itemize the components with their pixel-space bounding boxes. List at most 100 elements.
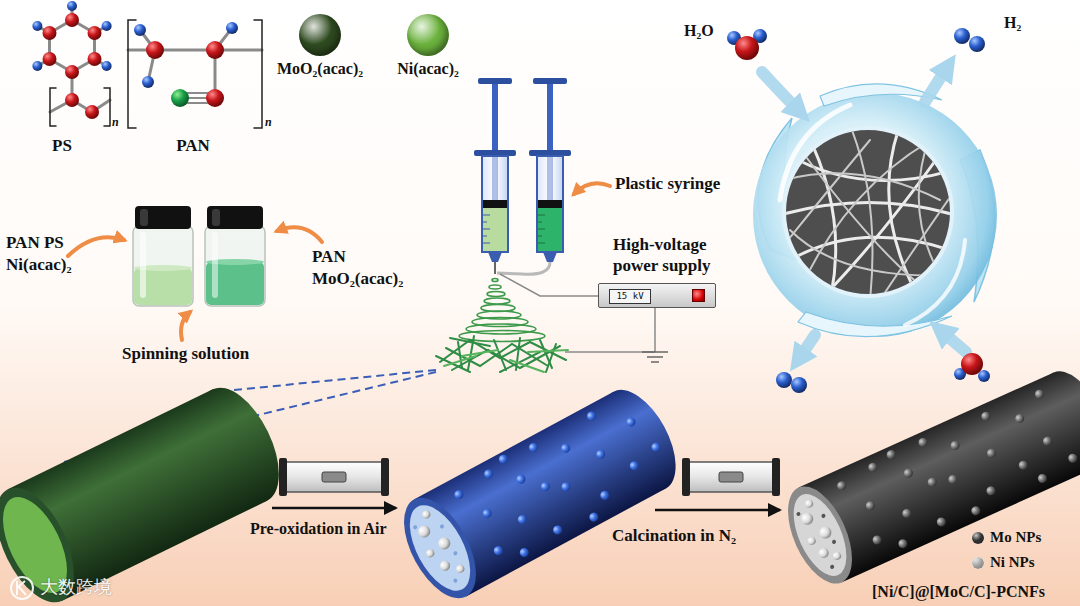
carbon-nanofiber <box>1017 459 1029 471</box>
carbon-nanofiber <box>926 476 938 488</box>
pan-structure <box>146 41 164 59</box>
ps-structure <box>88 52 102 66</box>
water-splash <box>780 125 955 300</box>
preoxidized-fiber <box>439 524 444 529</box>
hydrogen-molecule <box>954 28 970 44</box>
carbon-nanofiber <box>799 511 815 527</box>
ground-symbol <box>642 352 668 362</box>
product-name: [Ni/C]@[MoC/C]-PCNFs <box>872 583 1045 601</box>
spinning-jet <box>489 285 501 289</box>
syringe <box>483 215 490 243</box>
water-splash <box>820 140 950 300</box>
device-label: High-voltage power supply <box>613 235 743 276</box>
fiber-mat <box>436 336 568 372</box>
process-step: Calcination in N₂ <box>612 526 736 546</box>
preoxidized-fiber <box>585 410 597 422</box>
process-arrow <box>655 509 780 512</box>
water-splash <box>790 135 940 300</box>
preoxidized-fiber <box>628 460 640 472</box>
preoxidized-fiber <box>416 523 432 539</box>
syringe <box>483 200 507 208</box>
hydrogen-molecule <box>776 372 792 388</box>
hydrogen-molecule <box>791 377 807 393</box>
preoxidized-fiber <box>453 488 465 500</box>
preoxidized-fiber <box>527 441 539 453</box>
voltage-display: 15 kV <box>609 289 651 304</box>
callout-arrow <box>181 312 190 340</box>
ps-structure <box>32 21 42 31</box>
fiber-mat <box>458 342 462 368</box>
preoxidized-fiber <box>397 496 482 601</box>
preoxidized-fiber <box>515 473 527 485</box>
tube-furnace <box>279 458 389 496</box>
tube-furnace <box>686 462 776 492</box>
carbon-nanofiber <box>775 477 865 593</box>
fiber-mat <box>540 340 552 368</box>
syringe <box>478 78 512 84</box>
watermark-icon <box>11 577 33 599</box>
legend-swatch <box>299 14 341 56</box>
syringe <box>533 78 567 84</box>
vial <box>135 206 191 229</box>
ps-structure <box>43 13 102 119</box>
carbon-nanofiber <box>1036 473 1048 485</box>
preoxidized-fiber <box>448 386 677 574</box>
syringe <box>538 229 545 230</box>
carbon-nanofiber <box>806 536 817 547</box>
ps-structure <box>65 65 79 79</box>
water-splash <box>780 140 870 250</box>
ps-structure <box>104 88 110 126</box>
carbon-nanofiber <box>1034 388 1046 400</box>
ps-structure <box>65 93 79 107</box>
carbon-nanofiber <box>796 502 847 573</box>
zoom-line <box>214 370 436 392</box>
carbon-nanofiber <box>901 507 913 519</box>
water-splash <box>784 128 952 296</box>
spinning-jet <box>492 279 498 282</box>
vial <box>212 232 218 298</box>
structure-label: PS <box>52 136 72 156</box>
pan-structure <box>206 41 224 59</box>
carbon-nanofiber <box>902 467 914 479</box>
subscript-n: n <box>112 116 119 130</box>
preoxidized-fiber <box>481 507 493 519</box>
preoxidized-fiber <box>551 524 563 536</box>
preoxidized-fiber <box>588 511 600 523</box>
syringe <box>538 236 542 237</box>
legend-swatch <box>972 557 984 569</box>
preoxidized-fiber <box>497 453 509 465</box>
carbon-nanofiber <box>871 534 883 546</box>
carbon-nanofiber <box>970 505 982 517</box>
syringe <box>483 236 487 237</box>
tube-furnace <box>283 462 385 492</box>
tube-furnace <box>381 458 389 496</box>
carbon-nanofiber <box>831 539 836 544</box>
water-splash <box>880 190 955 300</box>
water-splash <box>925 66 948 102</box>
carbon-nanofiber <box>832 381 1080 563</box>
vial <box>133 206 193 306</box>
preoxidized-fiber <box>539 480 551 492</box>
watermark: 大数跨境 <box>40 577 112 598</box>
process-step: Pre-oxidation in Air <box>250 520 387 538</box>
vial <box>205 226 265 306</box>
carbon-nanofiber <box>1067 452 1079 464</box>
spinning-jet <box>487 292 505 297</box>
wire <box>654 308 656 352</box>
water-molecule <box>727 29 767 60</box>
legend-label: Ni(acac)₂ <box>397 60 459 78</box>
fiber-mat <box>516 338 520 370</box>
pan-structure <box>134 24 146 36</box>
preoxidized-fiber <box>421 509 432 520</box>
syringe <box>482 156 508 252</box>
carbon-nanofiber <box>885 449 897 461</box>
tube-furnace <box>682 458 780 496</box>
spinning-jet <box>459 331 545 342</box>
preoxidized-fiber <box>650 441 662 453</box>
water-splash <box>753 93 997 337</box>
callout-arrow <box>68 237 124 256</box>
legend-label: MoO₂(acac)₂ <box>277 60 363 78</box>
carbon-nanofiber <box>947 473 959 485</box>
syringe <box>483 222 487 223</box>
